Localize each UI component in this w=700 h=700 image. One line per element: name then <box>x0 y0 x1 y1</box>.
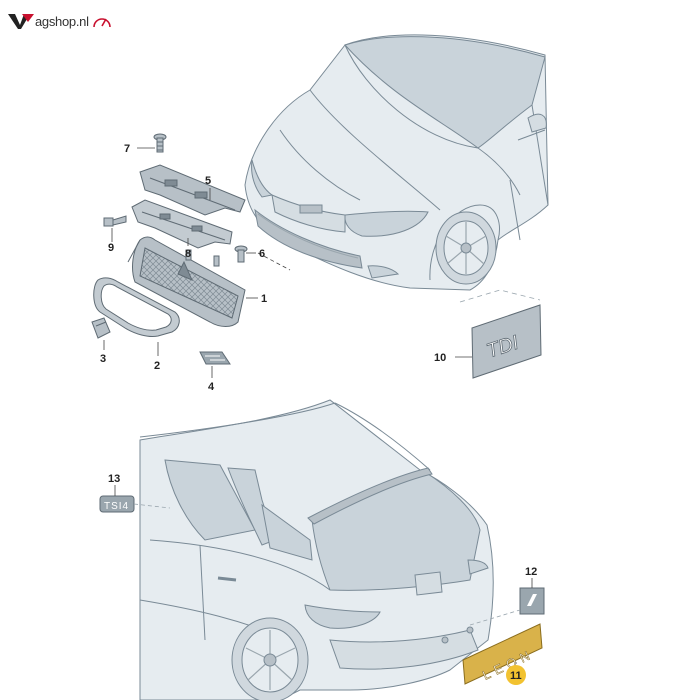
callout-11-highlight[interactable]: 11 <box>506 665 526 685</box>
part-12-logo-emblem[interactable] <box>519 587 545 615</box>
part-4-fr-emblem[interactable] <box>199 351 231 365</box>
callout-13[interactable]: 13 <box>108 473 120 485</box>
leader-lines-rear <box>114 485 533 664</box>
callout-12[interactable]: 12 <box>525 566 537 578</box>
rear-roof-line-2 <box>139 402 336 438</box>
v-logo-icon <box>8 14 34 29</box>
guide-dash-10 <box>459 289 541 303</box>
rear-roof-line <box>334 402 431 471</box>
part-6-screw[interactable] <box>234 245 248 263</box>
vagshop-logo[interactable]: agshop.nl <box>8 10 113 32</box>
part-3-clip[interactable] <box>91 317 111 339</box>
side-badge-text: TSI4 <box>104 501 129 512</box>
guide-dash-11 <box>469 609 521 626</box>
rear-car <box>139 399 494 700</box>
callout-6[interactable]: 6 <box>259 248 265 260</box>
logo-text: agshop.nl <box>35 13 89 29</box>
part-8-lower-bracket[interactable] <box>131 199 233 249</box>
leader-lines-front <box>103 147 472 378</box>
callout-2[interactable]: 2 <box>154 360 160 372</box>
part-13-side-badge[interactable]: TSI4 <box>99 495 135 513</box>
part-7-screw[interactable] <box>153 133 167 153</box>
callout-3[interactable]: 3 <box>100 353 106 365</box>
bracket-clips <box>185 249 220 267</box>
callout-7[interactable]: 7 <box>124 143 130 155</box>
part-10-tdi-emblem[interactable]: TDI <box>471 304 542 379</box>
callout-5[interactable]: 5 <box>205 175 211 187</box>
callout-10[interactable]: 10 <box>434 352 446 364</box>
part-5-upper-bracket[interactable] <box>139 164 246 216</box>
callout-9[interactable]: 9 <box>108 242 114 254</box>
callout-8[interactable]: 8 <box>185 248 191 260</box>
part-1-grille[interactable] <box>127 236 246 327</box>
part-2-grille-frame[interactable] <box>93 277 180 337</box>
callout-labels: 7 5 8 9 6 1 3 2 4 10 13 12 <box>100 143 537 578</box>
guide-dash-13 <box>133 503 171 509</box>
callout-1[interactable]: 1 <box>261 293 267 305</box>
speedometer-icon <box>92 18 111 28</box>
callout-4[interactable]: 4 <box>208 381 215 393</box>
front-car <box>244 34 549 291</box>
part-9-bolt[interactable] <box>103 215 127 227</box>
callout-11: 11 <box>510 670 522 682</box>
